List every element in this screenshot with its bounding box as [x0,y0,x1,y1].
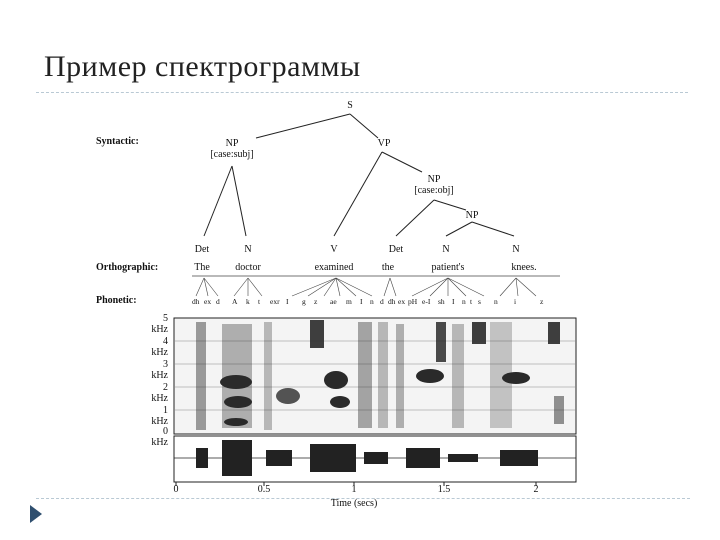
tree-node-v: V [330,244,338,255]
word-knees: knees. [511,262,537,273]
tree-node-s: S [347,100,353,111]
frequency-label: 0 kHz [151,426,168,448]
syntactic-row-label: Syntactic: [96,136,139,147]
word-doctor: doctor [235,262,261,273]
tree-node-np-obj-features: [case:obj] [414,185,454,196]
frequency-gridlines [174,340,576,411]
waveform-bursts [196,440,538,476]
tree-node-vp: VP [377,138,391,149]
frequency-label: 3 kHz [151,359,168,381]
phone: t [470,297,473,306]
phone: A [232,297,238,306]
tree-node-det-2: Det [388,244,404,255]
phone: sh [438,297,445,306]
phone: d [380,297,384,306]
frequency-label: 1 kHz [151,405,168,427]
tree-and-spectrogram-graphics [173,113,577,486]
tree-node-np-subj-features: [case:subj] [210,149,254,160]
bullet-arrow-icon [30,505,42,523]
orthographic-row-label: Orthographic: [96,262,159,273]
phone: t [258,297,261,306]
phone: ae [330,297,337,306]
word-the: The [194,262,210,273]
time-tick-label: 1 [351,484,357,495]
phone: z [540,297,544,306]
phone-alignment-lines [195,277,537,297]
phone: n [462,297,466,306]
phone: g [302,297,306,306]
frequency-label: 2 kHz [151,382,168,404]
time-tick-label: 1.5 [437,484,451,495]
spectrogram-formants [196,320,564,430]
phone: k [246,297,250,306]
phone: i [514,297,517,306]
phone: I [360,297,363,306]
time-axis-label: Time (secs) [330,498,378,509]
phone: z [314,297,318,306]
word-the-2: the [381,262,395,273]
phone: n [370,297,374,306]
tree-node-det-1: Det [194,244,210,255]
spectrogram-figure: Syntactic: Orthographic: Phonetic: S NP … [96,96,586,516]
frequency-label: 4 kHz [151,336,168,358]
tree-node-np-inner: NP [465,210,479,221]
frequency-label: 5 kHz [151,313,168,335]
phone: ex [398,297,406,306]
phone: n [494,297,498,306]
slide-title: Пример спектрограммы [44,50,361,83]
phone: e-I [422,297,431,306]
phone: I [452,297,455,306]
phone: dh [192,297,200,306]
time-tick-label: 2 [533,484,539,495]
time-axis-ticks [175,482,537,486]
phone: ex [204,297,212,306]
phone: m [346,297,352,306]
phone: exr [270,297,280,306]
phone: I [286,297,289,306]
time-tick-label: 0 [173,484,179,495]
tree-node-n-2: N [442,244,450,255]
phone: d [216,297,220,306]
title-divider [36,92,688,93]
phone: s [478,297,481,306]
tree-node-n-1: N [244,244,252,255]
phone: pH [408,297,418,306]
word-examined: examined [314,262,354,273]
time-tick-label: 0.5 [257,484,271,495]
syntax-tree-edges [203,113,515,237]
tree-node-n-3: N [512,244,520,255]
tree-node-np-obj: NP [427,174,441,185]
bottom-divider [36,498,690,499]
phone: dh [388,297,396,306]
tree-node-np-subj: NP [225,138,239,149]
word-patients: patient's [431,262,465,273]
phonetic-row-label: Phonetic: [96,295,137,306]
